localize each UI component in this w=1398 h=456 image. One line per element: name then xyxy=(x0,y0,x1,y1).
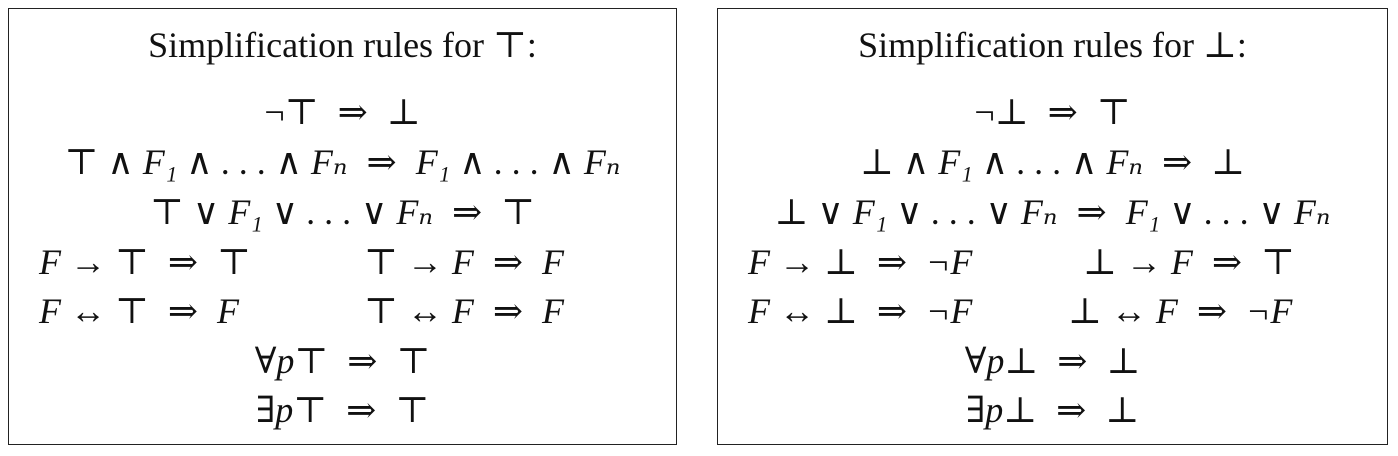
bottom-rule-5b: ⊥ ↔ F ⇒ ¬F xyxy=(1068,286,1292,336)
implies-symbol: ⇒ xyxy=(337,92,368,132)
implies-symbol: ⇒ xyxy=(347,341,378,381)
top-rule-7-rhs: ⊤ xyxy=(395,390,430,430)
bottom-rules-panel: Simplification rules for ⊥: ¬⊥ ⇒ ⊤ ⊥ ∧ F… xyxy=(717,8,1388,445)
top-panel-title: Simplification rules for ⊤: xyxy=(148,25,537,65)
bottom-rule-1: ¬⊥ ⇒ ⊤ xyxy=(718,87,1387,137)
bottom-rule-1-rhs: ⊤ xyxy=(1096,92,1131,132)
top-rule-7: ∃p⊤ ⇒ ⊤ xyxy=(9,385,676,435)
bottom-rule-4b-rhs: ⊤ xyxy=(1261,242,1295,282)
top-rule-5a-rhs: F xyxy=(217,291,240,331)
top-rule-4b: ⊤ → F ⇒ F xyxy=(364,237,564,287)
bottom-rule-3: ⊥ ∨ F₁ ∨ . . . ∨ Fₙ ⇒ F₁ ∨ . . . ∨ Fₙ xyxy=(718,187,1387,237)
top-rule-3-lhs: ⊤ ∨ F₁ ∨ . . . ∨ Fₙ xyxy=(149,192,433,232)
bottom-rule-6-lhs: ∀p⊥ xyxy=(964,341,1039,381)
top-rule-3: ⊤ ∨ F₁ ∨ . . . ∨ Fₙ ⇒ ⊤ xyxy=(9,187,676,237)
top-rule-4b-rhs: F xyxy=(542,242,565,282)
top-rule-5b-rhs: F xyxy=(542,291,565,331)
top-rule-5a: F ↔ ⊤ ⇒ F xyxy=(39,286,239,336)
implies-symbol: ⇒ xyxy=(167,291,199,331)
top-rule-4a: F → ⊤ ⇒ ⊤ xyxy=(39,237,251,287)
top-rules-panel: Simplification rules for ⊤: ¬⊤ ⇒ ⊥ ⊤ ∧ F… xyxy=(8,8,677,445)
implies-symbol: ⇒ xyxy=(876,242,908,282)
top-rule-6-rhs: ⊤ xyxy=(396,341,431,381)
bottom-rule-4a-rhs: ¬F xyxy=(926,242,973,282)
top-rule-2-lhs: ⊤ ∧ F₁ ∧ . . . ∧ Fₙ xyxy=(64,142,348,182)
bottom-rule-7-rhs: ⊥ xyxy=(1105,390,1140,430)
top-rule-4a-lhs: F → ⊤ xyxy=(39,242,149,282)
implies-symbol: ⇒ xyxy=(346,390,377,430)
top-rule-5a-lhs: F ↔ ⊤ xyxy=(39,291,149,331)
bottom-rule-3-rhs: F₁ ∨ . . . ∨ Fₙ xyxy=(1125,192,1331,232)
top-rule-2-rhs: F₁ ∧ . . . ∧ Fₙ xyxy=(415,142,621,182)
top-rule-2: ⊤ ∧ F₁ ∧ . . . ∧ Fₙ ⇒ F₁ ∧ . . . ∧ Fₙ xyxy=(9,137,676,187)
bottom-rule-7-lhs: ∃p⊥ xyxy=(965,390,1038,430)
bottom-rule-6: ∀p⊥ ⇒ ⊥ xyxy=(718,336,1387,386)
implies-symbol: ⇒ xyxy=(1076,192,1107,232)
bottom-rule-6-rhs: ⊥ xyxy=(1106,341,1141,381)
implies-symbol: ⇒ xyxy=(366,142,397,182)
top-rule-3-rhs: ⊤ xyxy=(501,192,536,232)
top-rule-6: ∀p⊤ ⇒ ⊤ xyxy=(9,336,676,386)
top-rule-6-lhs: ∀p⊤ xyxy=(254,341,329,381)
bottom-rule-2-lhs: ⊥ ∧ F₁ ∧ . . . ∧ Fₙ xyxy=(859,142,1143,182)
implies-symbol: ⇒ xyxy=(1211,242,1243,282)
implies-symbol: ⇒ xyxy=(492,242,524,282)
bottom-rule-2: ⊥ ∧ F₁ ∧ . . . ∧ Fₙ ⇒ ⊥ xyxy=(718,137,1387,187)
bottom-rule-1-lhs: ¬⊥ xyxy=(974,92,1029,132)
implies-symbol: ⇒ xyxy=(167,242,199,282)
bottom-rule-2-rhs: ⊥ xyxy=(1211,142,1246,182)
bottom-rule-7: ∃p⊥ ⇒ ⊥ xyxy=(718,385,1387,435)
implies-symbol: ⇒ xyxy=(451,192,483,232)
bottom-rule-3-lhs: ⊥ ∨ F₁ ∨ . . . ∨ Fₙ xyxy=(774,192,1058,232)
implies-symbol: ⇒ xyxy=(876,291,908,331)
implies-symbol: ⇒ xyxy=(1047,92,1078,132)
top-rule-4a-rhs: ⊤ xyxy=(217,242,251,282)
bottom-rule-5a-rhs: ¬F xyxy=(926,291,973,331)
implies-symbol: ⇒ xyxy=(492,291,524,331)
implies-symbol: ⇒ xyxy=(1161,142,1193,182)
implies-symbol: ⇒ xyxy=(1057,341,1088,381)
top-rule-4b-lhs: ⊤ → F xyxy=(364,242,474,282)
top-rule-5b: ⊤ ↔ F ⇒ F xyxy=(364,286,564,336)
bottom-rule-5a-lhs: F ↔ ⊥ xyxy=(748,291,858,331)
bottom-rule-5a: F ↔ ⊥ ⇒ ¬F xyxy=(748,286,972,336)
top-rule-1-rhs: ⊥ xyxy=(386,92,421,132)
implies-symbol: ⇒ xyxy=(1056,390,1087,430)
implies-symbol: ⇒ xyxy=(1196,291,1228,331)
top-rule-5b-lhs: ⊤ ↔ F xyxy=(364,291,474,331)
bottom-rule-4a: F → ⊥ ⇒ ¬F xyxy=(748,237,972,287)
bottom-rule-4b: ⊥ → F ⇒ ⊤ xyxy=(1083,237,1295,287)
bottom-rule-5b-rhs: ¬F xyxy=(1246,291,1293,331)
bottom-rule-5b-lhs: ⊥ ↔ F xyxy=(1068,291,1178,331)
top-rule-1: ¬⊤ ⇒ ⊥ xyxy=(9,87,676,137)
top-rule-1-lhs: ¬⊤ xyxy=(264,92,319,132)
bottom-rule-4b-lhs: ⊥ → F xyxy=(1083,242,1193,282)
bottom-rule-4a-lhs: F → ⊥ xyxy=(748,242,858,282)
top-rule-7-lhs: ∃p⊤ xyxy=(255,390,328,430)
bottom-panel-title: Simplification rules for ⊥: xyxy=(858,25,1247,65)
